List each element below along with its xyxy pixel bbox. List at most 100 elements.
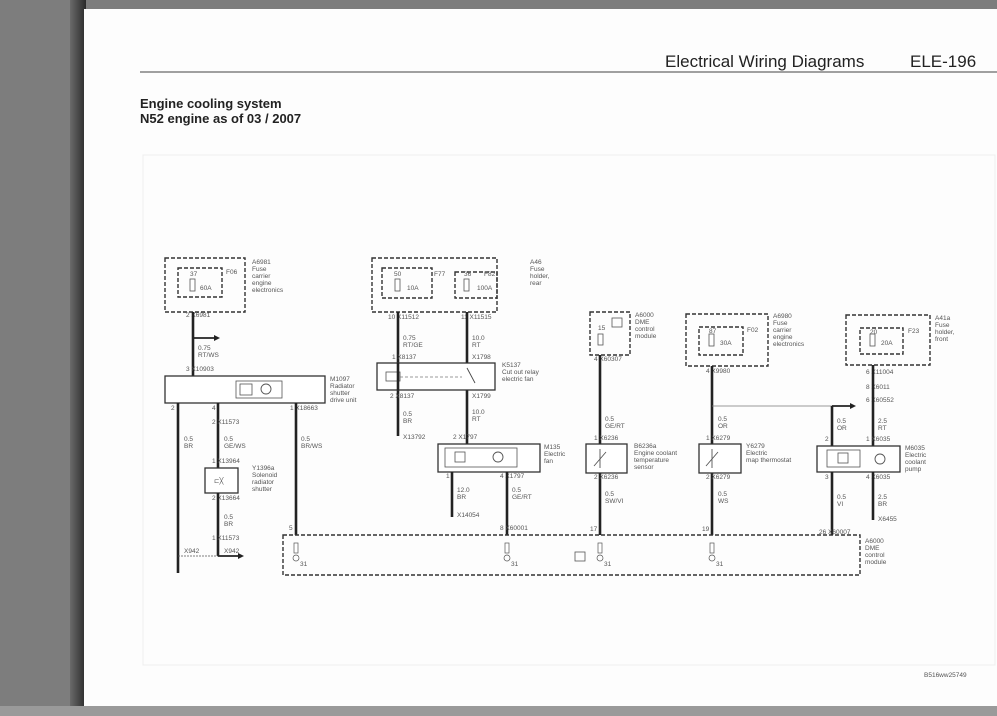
connector-label: 2 xyxy=(825,436,829,443)
component-label: 50 xyxy=(394,271,402,278)
thermostat-icon xyxy=(705,449,719,468)
connector-label: 4 xyxy=(212,405,216,412)
connector-label: 2 xyxy=(171,405,175,412)
component-label: fan xyxy=(544,458,553,465)
wire-label: 0.75 xyxy=(403,335,416,342)
component-label: Fuse xyxy=(773,320,788,327)
switch-icon xyxy=(466,367,476,384)
wire-label: 0.5 xyxy=(224,514,233,521)
fuse-icon xyxy=(869,333,876,347)
connector-label: 1 X13964 xyxy=(212,458,240,465)
wire-label: BR xyxy=(878,501,887,508)
connector-label: 4 X9980 xyxy=(706,368,731,375)
control-unit-icon xyxy=(574,551,586,562)
component-label: 36 xyxy=(464,271,472,278)
component-label: 87 xyxy=(709,328,717,335)
component-label: holder, xyxy=(935,329,955,336)
wire-label: 0.5 xyxy=(605,416,614,423)
connector-label: 10 X11512 xyxy=(388,314,419,321)
diagram-mark xyxy=(376,362,496,391)
diagram-mark xyxy=(597,333,604,346)
wire-label: 0.5 xyxy=(837,418,846,425)
wire-label: GE/RT xyxy=(512,494,532,501)
connector-label: 2 X1797 xyxy=(453,434,478,441)
wire-label: 0.5 xyxy=(224,436,233,443)
component-label: 30A xyxy=(720,340,732,347)
scan-edge-shadow xyxy=(70,0,86,716)
component-label: control xyxy=(635,326,655,333)
diagram-mark xyxy=(596,554,604,562)
wire-label: RT/GE xyxy=(403,342,423,349)
component-label: 15 xyxy=(598,325,606,332)
document-page xyxy=(84,9,997,709)
diagram-mark xyxy=(381,267,433,299)
diagram-mark xyxy=(698,326,744,356)
connector-label: 1 X11573 xyxy=(212,535,240,542)
section-title: Electrical Wiring Diagrams xyxy=(665,52,864,71)
connector-label: 5 xyxy=(289,525,293,532)
wire-label: 0.5 xyxy=(184,436,193,443)
connector-label: 8 X60001 xyxy=(500,525,528,532)
wire-label: 0.5 xyxy=(837,494,846,501)
diagram-mark xyxy=(685,313,769,367)
component-label: Fuse xyxy=(252,266,267,273)
fuse-icon xyxy=(463,278,470,292)
component-label: Solenoid xyxy=(252,472,278,479)
wire-label: GE/WS xyxy=(224,443,246,450)
wire-label: GE/RT xyxy=(605,423,625,430)
diagram-frame xyxy=(142,154,996,666)
motor-icon xyxy=(874,453,886,465)
diagram-subtitle: N52 engine as of 03 / 2007 xyxy=(140,111,301,126)
component-label: B6236a xyxy=(634,443,657,450)
wire-label: BR xyxy=(403,418,412,425)
component-label: electronics xyxy=(252,287,284,294)
diagram-mark: 31 xyxy=(511,561,519,568)
component-label: engine xyxy=(773,334,793,341)
connector-label: 4 X6035 xyxy=(866,474,891,481)
component-label: M135 xyxy=(544,444,561,451)
wire-label: 0.5 xyxy=(718,416,727,423)
wire-label: 0.5 xyxy=(718,491,727,498)
component-label: engine xyxy=(252,280,272,287)
connector-label: 19 xyxy=(702,526,710,533)
diagram-mark xyxy=(164,257,246,313)
wire-label: VI xyxy=(837,501,843,508)
sensor-icon xyxy=(593,449,607,468)
connector-label: 4 X1797 xyxy=(500,473,525,480)
connector-label: 1 X6279 xyxy=(706,435,731,442)
component-label: carrier xyxy=(252,273,271,280)
diagram-mark xyxy=(589,311,631,356)
wire-label: BR/WS xyxy=(301,443,323,450)
connector-label: 2 X11573 xyxy=(212,419,240,426)
connector-label: 26 X60007 xyxy=(819,529,851,536)
connector-label: 1 X8137 xyxy=(392,354,417,361)
wire-label: 0.5 xyxy=(301,436,310,443)
component-label: Fuse xyxy=(935,322,950,329)
wire-label: BR xyxy=(457,494,466,501)
diagram-mark xyxy=(235,380,283,399)
component-label: K5137 xyxy=(502,362,521,369)
connector-label: 11 X11515 xyxy=(461,314,492,321)
component-label: DME xyxy=(865,545,880,552)
diagram-mark xyxy=(826,449,861,468)
